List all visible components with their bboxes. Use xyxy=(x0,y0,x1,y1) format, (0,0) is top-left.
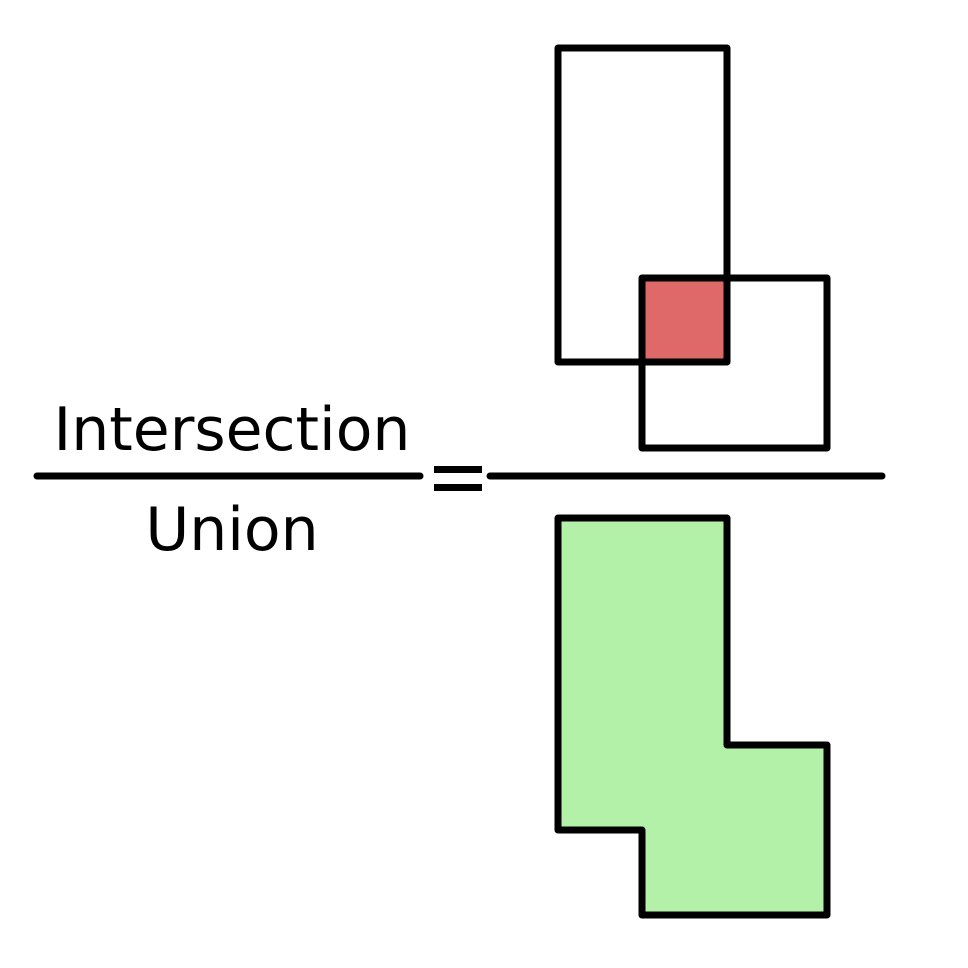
numerator-figure xyxy=(554,44,831,452)
numerator-label: Intersection xyxy=(54,395,411,465)
equals-bar-bottom xyxy=(434,484,482,491)
box-b-outline xyxy=(638,274,831,452)
denominator-label: Union xyxy=(145,495,318,565)
equals-bar-top xyxy=(434,466,482,473)
intersection-region xyxy=(642,278,727,362)
equals-sign xyxy=(434,466,482,491)
union-region xyxy=(554,514,831,919)
